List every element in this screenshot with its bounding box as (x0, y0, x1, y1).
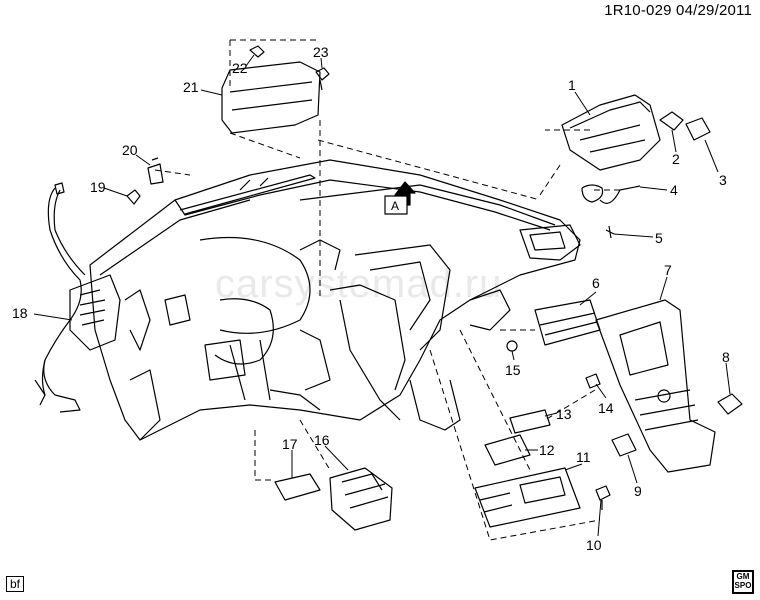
storage-compartment-1 (561, 94, 661, 171)
watermark-text: carsystemad.ru (215, 262, 503, 306)
callout-11: 11 (576, 449, 591, 465)
callout-15: 15 (505, 362, 521, 378)
callout-7: 7 (664, 262, 672, 278)
part-14 (585, 373, 601, 389)
switch-17 (274, 473, 321, 501)
callout-18: 18 (12, 305, 28, 321)
callout-10: 10 (586, 537, 602, 553)
callout-8: 8 (722, 349, 730, 365)
callout-2: 2 (672, 151, 680, 167)
bolt-10 (595, 485, 611, 510)
callout-12: 12 (539, 442, 555, 458)
instrument-panel (89, 159, 581, 441)
callout-1: 1 (568, 77, 576, 93)
center-stack-7 (595, 299, 716, 473)
air-vent-16 (329, 467, 393, 531)
callout-17: 17 (282, 436, 298, 452)
corner-code-label: bf (6, 576, 25, 592)
callout-9: 9 (634, 483, 642, 499)
clip-15 (506, 340, 518, 352)
knob-8 (717, 393, 743, 415)
bolt-23 (315, 67, 330, 91)
leader-lines (33, 54, 731, 537)
view-label: A (391, 199, 399, 213)
radio-11 (474, 467, 581, 528)
callout-5: 5 (655, 230, 663, 246)
callout-14: 14 (598, 400, 614, 416)
switch-9 (611, 433, 637, 457)
callout-22: 22 (232, 60, 248, 76)
callout-3: 3 (719, 172, 727, 188)
phantom-lines (154, 39, 620, 541)
clip-19 (126, 189, 141, 205)
part-3 (685, 117, 711, 141)
part-4 (581, 184, 641, 204)
bracket-12 (484, 434, 531, 466)
part-5 (605, 225, 615, 239)
part-13 (509, 409, 551, 434)
callout-16: 16 (314, 432, 330, 448)
instrument-cluster (221, 45, 321, 134)
callout-21: 21 (183, 79, 199, 95)
callout-13: 13 (556, 406, 572, 422)
part-2 (659, 111, 684, 131)
wiring-harness (34, 182, 121, 413)
sensor-20 (147, 157, 164, 185)
view-box (384, 195, 408, 215)
callout-19: 19 (90, 179, 106, 195)
gm-spo-badge: GM SPO (732, 570, 754, 594)
callout-23: 23 (313, 44, 329, 60)
diagram-code: 1R10-029 04/29/2011 (604, 2, 752, 19)
callout-20: 20 (122, 142, 138, 158)
callout-4: 4 (670, 182, 678, 198)
module-6 (534, 299, 601, 346)
callout-6: 6 (592, 275, 600, 291)
